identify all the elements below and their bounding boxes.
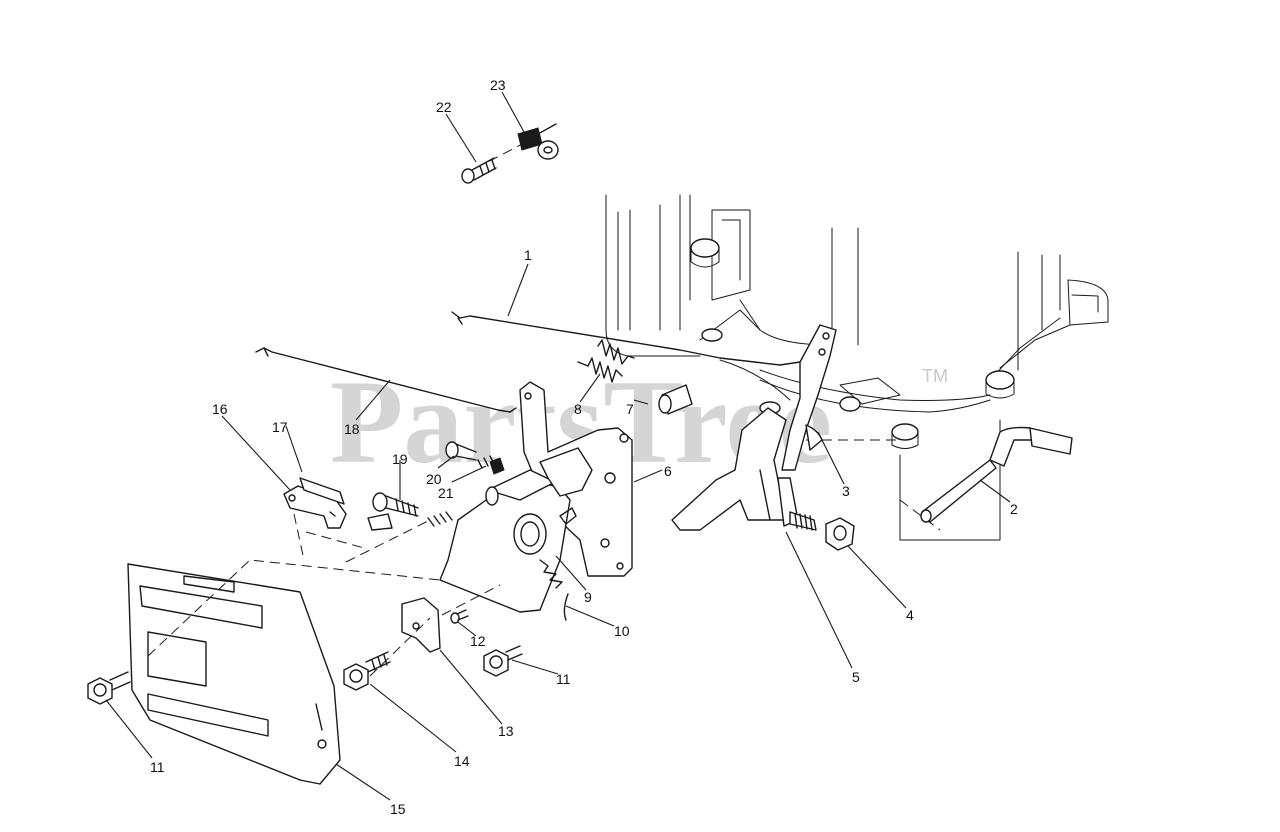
callout-8: 8 [574,401,582,417]
part-11-bolt-left [87,671,131,705]
callout-17: 17 [272,419,288,435]
part-7-bushing [658,384,693,415]
engine-block-outline [605,194,1109,541]
callout-7: 7 [626,401,634,417]
callout-2: 2 [1010,501,1018,517]
callout-18: 18 [344,421,360,437]
part-5-bracket [671,407,817,531]
callouts: 1 2 3 4 5 6 7 8 9 10 11 11 12 13 14 15 1… [150,77,1018,817]
part-16-17-switch [283,477,393,531]
callout-21: 21 [438,485,454,501]
callout-1: 1 [524,247,532,263]
callout-20: 20 [426,471,442,487]
part-3-lever-arm [781,324,837,471]
part-22-screw [461,157,497,184]
part-12-screw [450,609,469,624]
part-15-cover-plate [127,563,341,785]
callout-11-right: 11 [556,671,571,687]
callout-12: 12 [470,633,486,649]
callout-19: 19 [392,451,408,467]
callout-22: 22 [436,99,452,115]
watermark-trademark: TM [922,366,948,386]
control-assembly [427,447,593,621]
watermark: PartsTree TM [330,355,948,488]
callout-10: 10 [614,623,630,639]
callout-16: 16 [212,401,228,417]
callout-9: 9 [584,589,592,605]
part-18-control-rod [255,347,517,413]
callout-6: 6 [664,463,672,479]
callout-11-left: 11 [150,759,165,775]
part-1-governor-rod [451,311,801,366]
leader-lines [105,91,1011,801]
part-11-bolt-right [483,645,523,677]
part-2-handle [920,426,1073,523]
callout-14: 14 [454,753,470,769]
part-13-clip [401,597,441,653]
callout-4: 4 [906,607,914,623]
part-14-bolt [343,651,391,691]
alignment-lines [147,141,527,677]
part-8-spring [577,339,635,383]
part-19-screw [372,492,419,517]
callout-23: 23 [490,77,506,93]
part-4-nut [825,517,855,551]
callout-5: 5 [852,669,860,685]
part-23-clamp [517,123,559,160]
callout-15: 15 [390,801,406,817]
callout-13: 13 [498,723,514,739]
callout-3: 3 [842,483,850,499]
